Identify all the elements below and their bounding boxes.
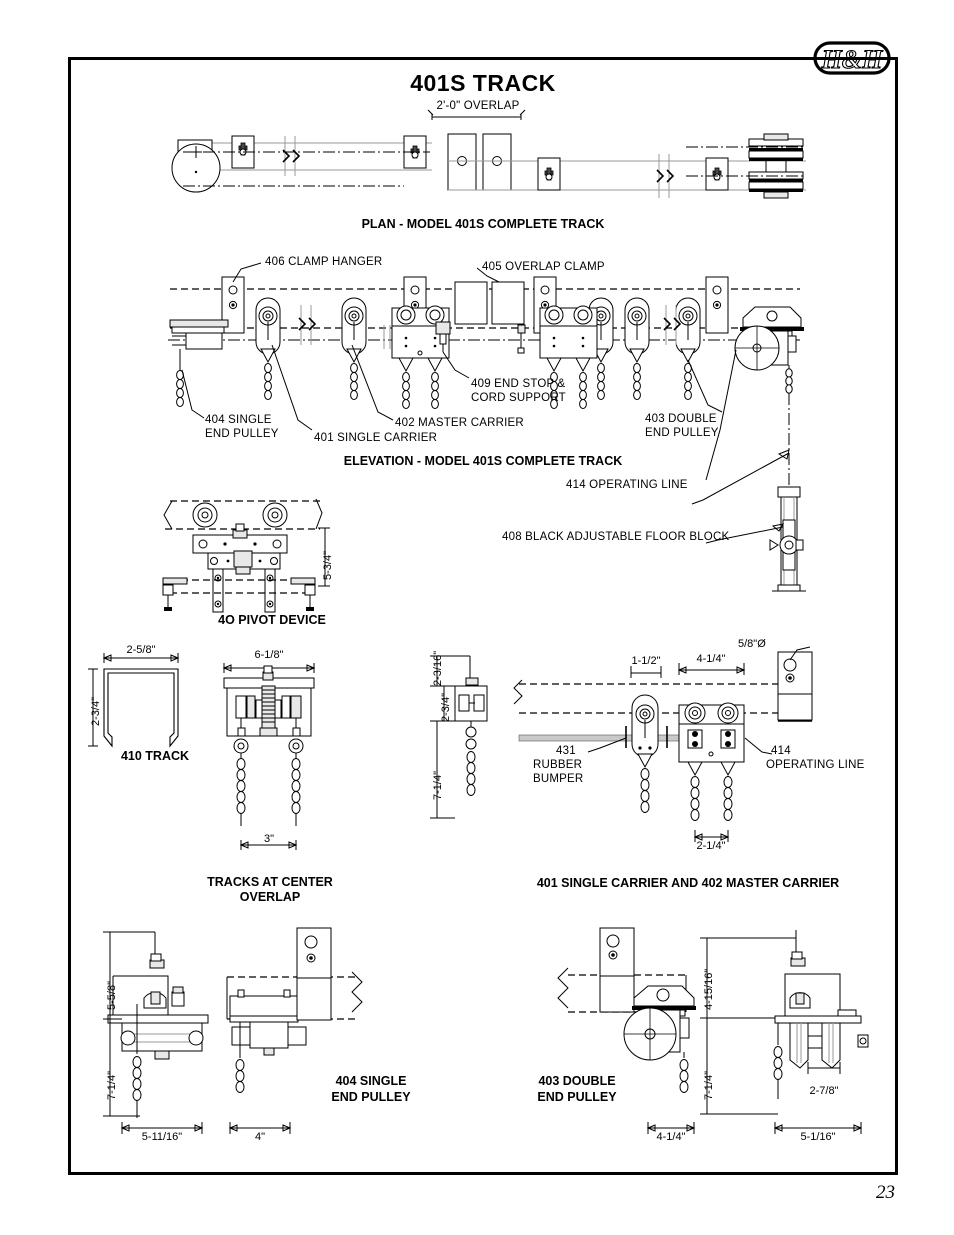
label-404-single-end-pulley-line1: 404 SINGLE bbox=[205, 414, 272, 426]
label-414-operating-line: 414 OPERATING LINE bbox=[566, 479, 688, 491]
double-end-pulley-caption-line1: 403 DOUBLE bbox=[538, 1074, 616, 1088]
label-409-end-stop-line1: 409 END STOP & bbox=[471, 378, 566, 390]
elevation-caption: ELEVATION - MODEL 401S COMPLETE TRACK bbox=[343, 454, 623, 468]
carriers-caption: 401 SINGLE CARRIER AND 402 MASTER CARRIE… bbox=[536, 876, 840, 890]
hh-logo: H&H bbox=[812, 38, 898, 80]
single-end-pulley-depth-dim: 4" bbox=[254, 1131, 266, 1143]
svg-text:H&H: H&H bbox=[821, 45, 883, 74]
plan-overlap-dimension: 2'-0" OVERLAP bbox=[436, 100, 520, 112]
pivot-device-caption: 4O PIVOT DEVICE bbox=[218, 613, 326, 627]
label-403-double-end-pulley-line1: 403 DOUBLE bbox=[645, 413, 717, 425]
label-431-number: 431 bbox=[556, 745, 576, 757]
label-431-rubber: RUBBER bbox=[533, 759, 583, 771]
single-end-pulley-width-dim: 5-11/16" bbox=[141, 1131, 183, 1143]
rubber-bumper-gap-dim: 1-1/2" bbox=[631, 655, 661, 667]
single-end-pulley-caption-line2: END PULLEY bbox=[331, 1090, 411, 1104]
label-405-overlap-clamp: 405 OVERLAP CLAMP bbox=[482, 261, 605, 273]
single-end-pulley-caption-line1: 404 SINGLE bbox=[335, 1074, 407, 1088]
track-410-width-dim: 2-5/8" bbox=[126, 644, 156, 656]
hanger-hole-dia-dim: 5/8"Ø bbox=[738, 638, 766, 650]
track-410-caption: 410 TRACK bbox=[120, 749, 190, 763]
page-title: 401S TRACK bbox=[410, 70, 556, 96]
double-end-pulley-drop-dim: 7-1/4" bbox=[703, 1071, 715, 1100]
double-end-pulley-width-dim: 4-1/4" bbox=[656, 1131, 686, 1143]
center-overlap-caption-line2: OVERLAP bbox=[239, 890, 301, 904]
label-402-master-carrier: 402 MASTER CARRIER bbox=[395, 417, 524, 429]
double-end-pulley-overall-width-dim: 5-1/16" bbox=[800, 1131, 836, 1143]
master-carrier-width-dim: 4-1/4" bbox=[696, 653, 726, 665]
label-406-clamp-hanger: 406 CLAMP HANGER bbox=[265, 256, 383, 268]
center-overlap-spacing-dim: 3" bbox=[263, 833, 275, 845]
label-401-single-carrier: 401 SINGLE CARRIER bbox=[314, 432, 438, 444]
double-end-pulley-caption-line2: END PULLEY bbox=[537, 1090, 617, 1104]
page-number: 23 bbox=[876, 1182, 895, 1203]
center-overlap-width-dim: 6-1/8" bbox=[254, 649, 284, 661]
double-end-pulley-top-dim: 4-15/16" bbox=[703, 968, 715, 1010]
label-414-operating-line-text: OPERATING LINE bbox=[766, 759, 865, 771]
label-414-number: 414 bbox=[771, 745, 791, 757]
label-403-double-end-pulley-line2: END PULLEY bbox=[645, 427, 719, 439]
plan-caption: PLAN - MODEL 401S COMPLETE TRACK bbox=[361, 217, 605, 231]
label-431-bumper: BUMPER bbox=[533, 773, 584, 785]
chain-spacing-dim: 2-1/4" bbox=[696, 840, 726, 852]
label-409-end-stop-line2: CORD SUPPORT bbox=[471, 392, 566, 404]
label-408-floor-block: 408 BLACK ADJUSTABLE FLOOR BLOCK bbox=[502, 531, 730, 543]
drawing-frame bbox=[68, 57, 898, 1175]
label-404-single-end-pulley-line2: END PULLEY bbox=[205, 428, 279, 440]
center-overlap-caption-line1: TRACKS AT CENTER bbox=[207, 875, 333, 889]
double-end-pulley-sheave-dim: 2-7/8" bbox=[809, 1085, 839, 1097]
